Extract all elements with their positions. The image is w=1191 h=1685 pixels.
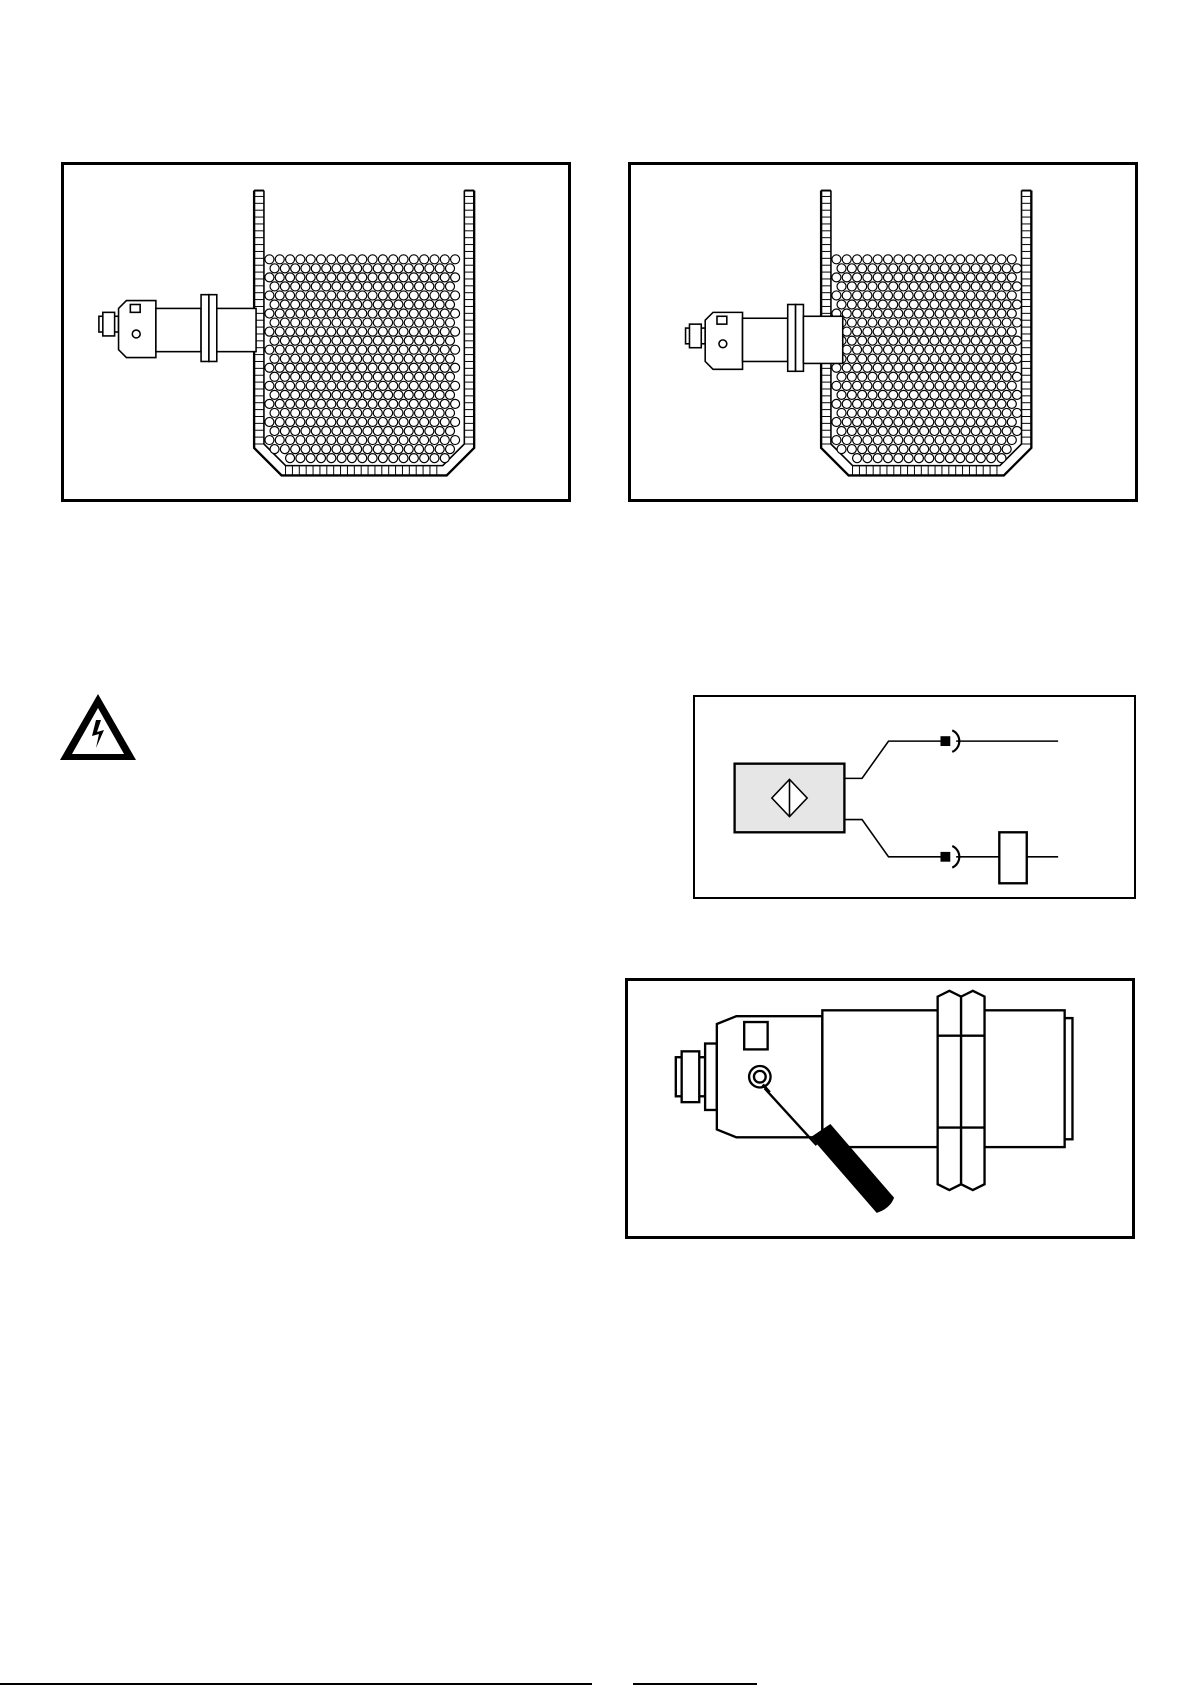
lock-nut-2 [961, 991, 984, 1190]
sensor-body [99, 295, 256, 362]
bin-illustration-protruding [631, 165, 1135, 499]
figure-sensitivity-adjustment [625, 978, 1135, 1239]
figure-sensor-bin-protruding [628, 162, 1138, 502]
load-symbol [999, 832, 1026, 883]
sensor-body [686, 304, 843, 371]
electrical-hazard-icon [58, 692, 138, 762]
wiring-schematic [695, 697, 1134, 897]
lock-nut-1 [938, 991, 961, 1190]
granular-material [265, 255, 460, 463]
bin-illustration-flush [64, 165, 568, 499]
granular-material [832, 255, 1022, 463]
wire-bottom [844, 820, 940, 857]
figure-sensor-bin-flush [61, 162, 571, 502]
figure-wiring-diagram [693, 695, 1136, 899]
adjustment-illustration [628, 981, 1132, 1236]
wire-top [844, 741, 940, 778]
